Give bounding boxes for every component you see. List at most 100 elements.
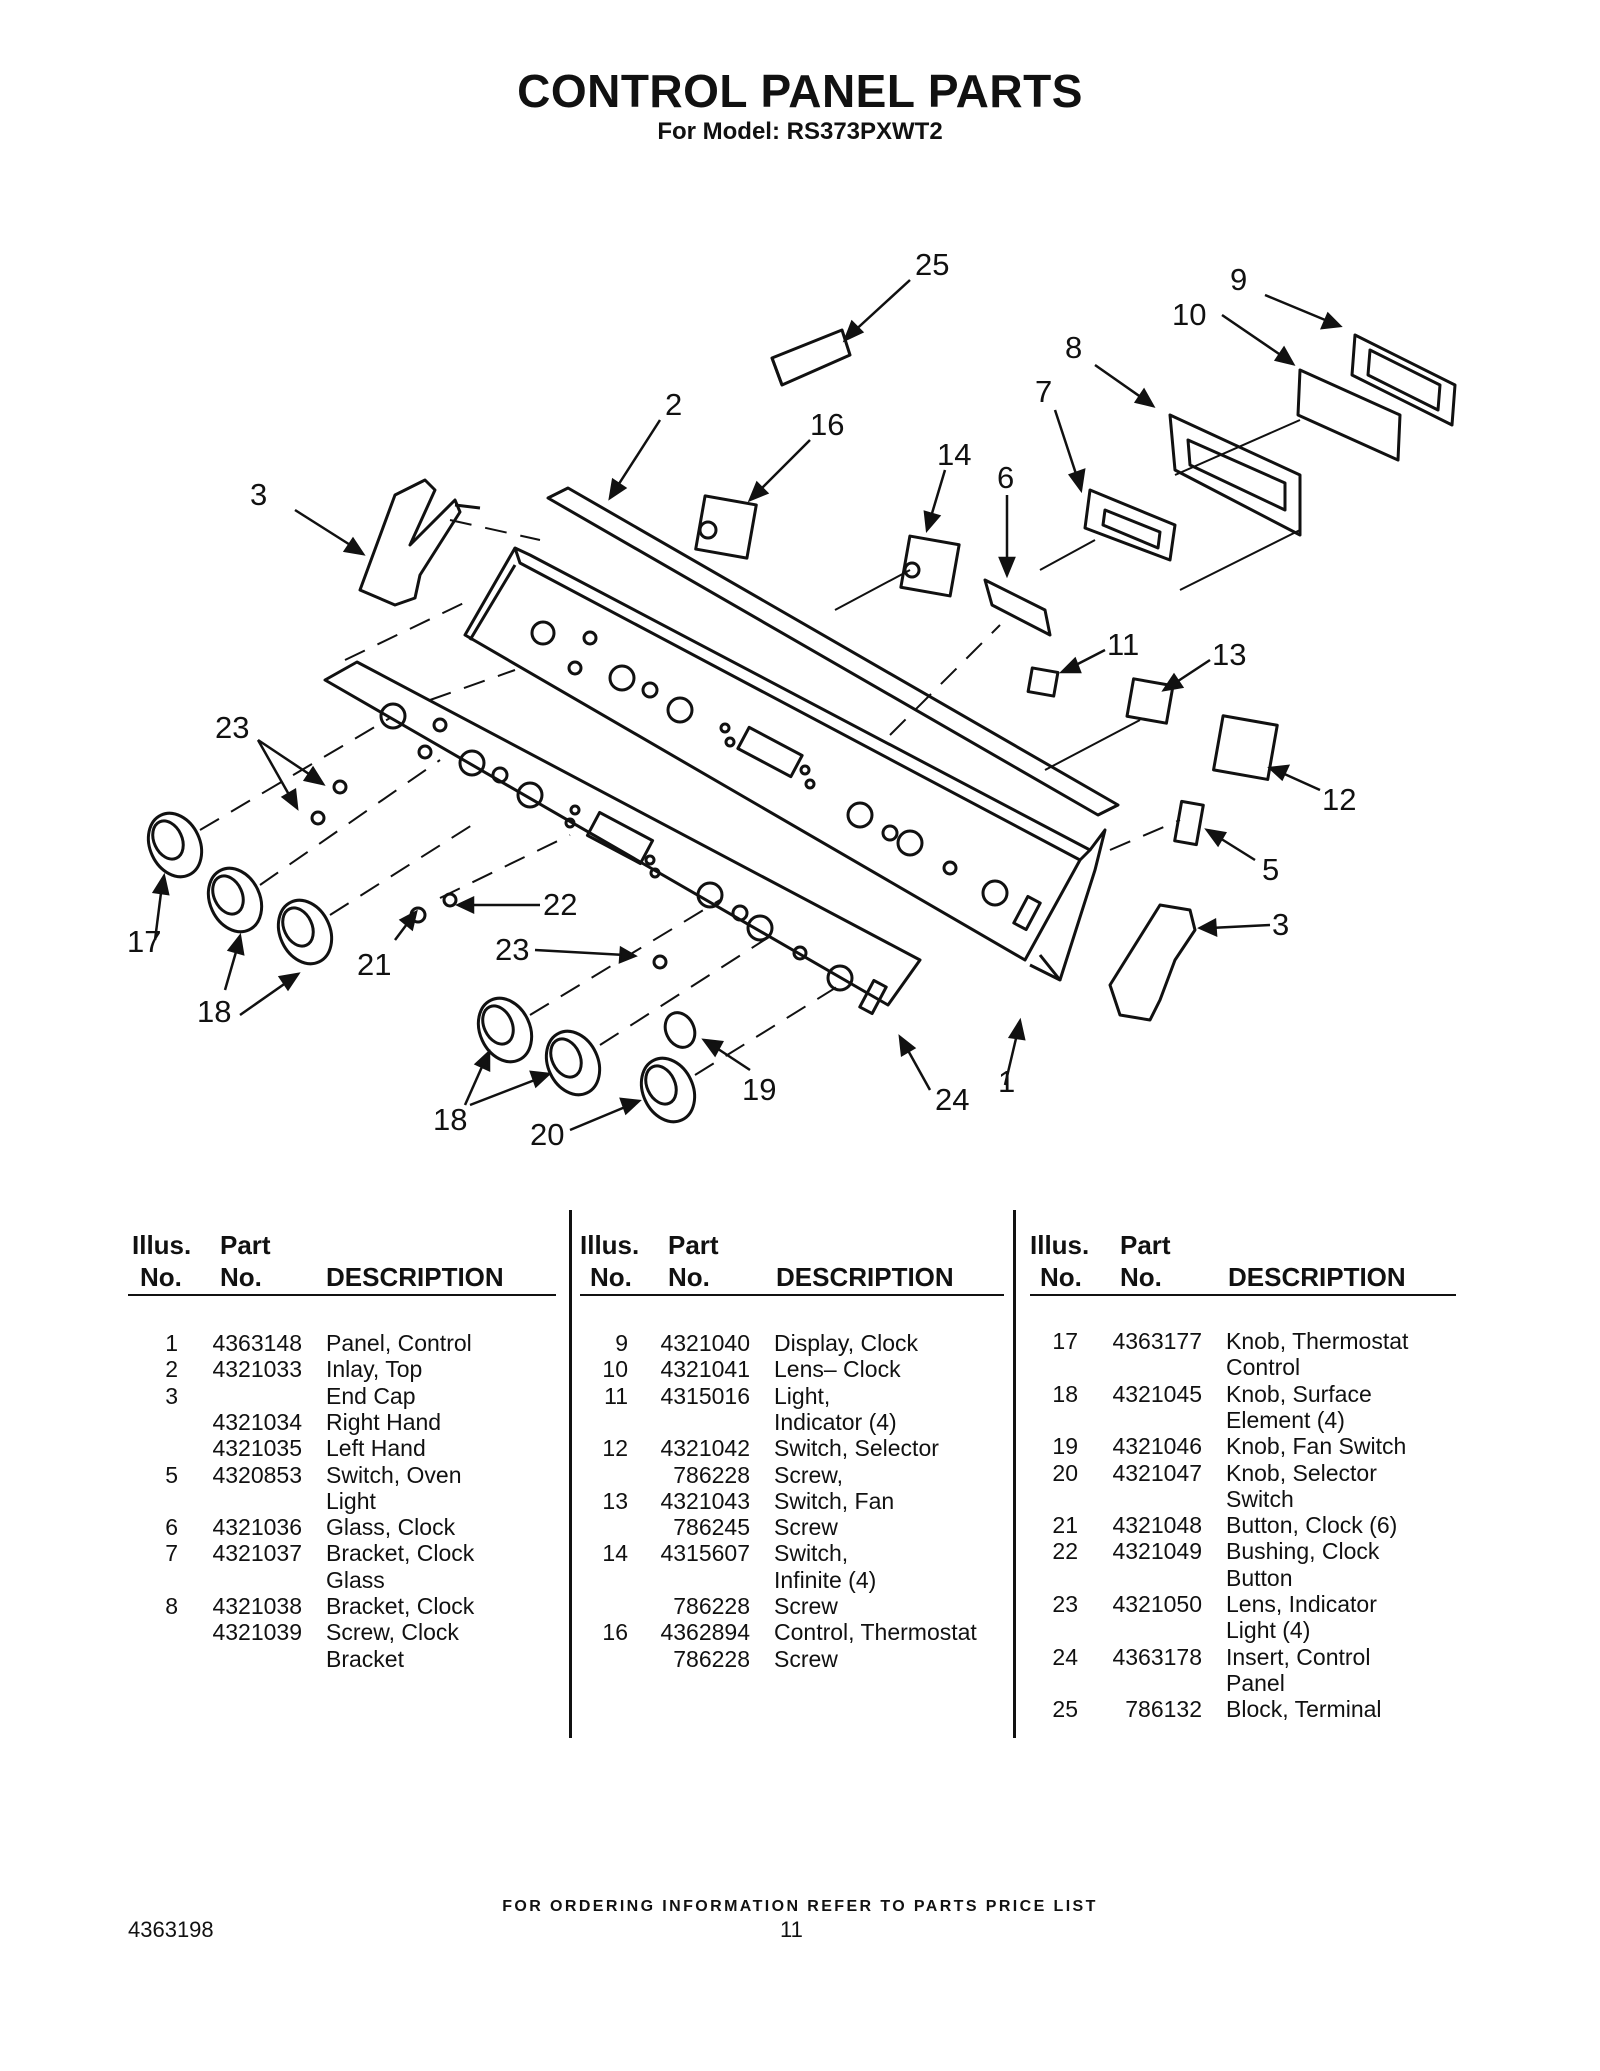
part-description: Inlay, Top (326, 1356, 423, 1383)
callout-label: 18 (433, 1102, 467, 1137)
callout-label: 25 (915, 247, 949, 282)
header-description: DESCRIPTION (326, 1262, 504, 1292)
part-number: 4321042 (660, 1435, 750, 1462)
part-number: 786228 (673, 1461, 750, 1488)
knob-surface-part (544, 1029, 602, 1097)
part-number: 786132 (1125, 1696, 1202, 1723)
thermostat-control-part (694, 494, 758, 560)
callout-label: 7 (1035, 374, 1052, 409)
illus-number: 13 (602, 1487, 628, 1514)
model-subtitle: For Model: RS373PXWT2 (657, 118, 943, 145)
header-part: Part (1120, 1230, 1171, 1260)
part-description: Element (4) (1226, 1406, 1345, 1433)
illus-number: 6 (165, 1514, 178, 1541)
part-number: 4321050 (1112, 1591, 1202, 1617)
knob-surface-part (476, 996, 534, 1064)
header-illus-no: No. (140, 1262, 182, 1292)
control-panel-part (463, 546, 1107, 982)
part-description: Left Hand (326, 1435, 426, 1462)
header-part: Part (220, 1230, 271, 1260)
part-description: Bushing, Clock (1226, 1538, 1380, 1565)
header-illus-no: No. (590, 1262, 632, 1292)
part-number: 4321040 (660, 1330, 750, 1356)
part-description: Panel (1226, 1669, 1285, 1696)
callout-label: 16 (810, 407, 844, 442)
callout-label: 8 (1065, 330, 1082, 365)
document-number: 4363198 (128, 1917, 214, 1942)
illus-number: 12 (602, 1435, 628, 1462)
column-divider (1013, 1210, 1016, 1738)
knob-thermostat-part (146, 811, 204, 879)
part-description: End Cap (326, 1382, 416, 1409)
part-description: Knob, Fan Switch (1226, 1433, 1407, 1460)
part-description: Bracket, Clock (326, 1540, 475, 1567)
part-description: Button, Clock (6) (1226, 1512, 1398, 1539)
header-illus: Illus. (580, 1230, 640, 1260)
part-number: 4321048 (1112, 1512, 1202, 1539)
part-number: 4321038 (212, 1593, 302, 1619)
part-number: 4321041 (660, 1356, 750, 1383)
illus-number: 20 (1052, 1459, 1078, 1486)
illus-number: 24 (1052, 1643, 1078, 1670)
clock-glass-part (983, 578, 1052, 637)
selector-switch-part (1212, 714, 1279, 781)
header-part-no: No. (220, 1262, 262, 1292)
part-description: Knob, Surface (1226, 1380, 1372, 1407)
header-description: DESCRIPTION (1228, 1262, 1406, 1292)
lens-clock-part (1296, 368, 1402, 462)
page-title: CONTROL PANEL PARTS (517, 65, 1083, 117)
part-number: 4321035 (212, 1435, 302, 1462)
part-number: 4321039 (212, 1619, 302, 1646)
illus-number: 22 (1052, 1538, 1078, 1565)
illus-number: 2 (165, 1356, 178, 1383)
part-description: Knob, Selector (1226, 1459, 1377, 1486)
part-description: Screw (774, 1593, 838, 1619)
part-description: Lens, Indicator (1226, 1591, 1377, 1617)
knob-fan-switch-part (663, 1011, 697, 1049)
part-description: Glass (326, 1566, 385, 1593)
part-number: 4321045 (1112, 1380, 1202, 1407)
header-illus: Illus. (1030, 1230, 1090, 1260)
illus-number: 18 (1052, 1380, 1078, 1407)
part-description: Glass, Clock (326, 1514, 456, 1541)
part-description: Button (1226, 1564, 1293, 1591)
callout-label: 6 (997, 460, 1014, 495)
illus-number: 7 (165, 1540, 178, 1567)
callout-label: 23 (495, 932, 529, 967)
part-number: 4321033 (212, 1356, 302, 1383)
illus-number: 21 (1052, 1512, 1078, 1539)
callout-label: 14 (937, 437, 971, 472)
part-description: Switch, Selector (774, 1435, 939, 1462)
callout-label: 12 (1322, 782, 1356, 817)
knob-selector-part (639, 1056, 697, 1124)
callout-label: 1 (998, 1064, 1015, 1099)
page-number: 11 (780, 1917, 803, 1942)
illus-number: 19 (1052, 1433, 1078, 1460)
fan-switch-part (1125, 677, 1175, 725)
callout-label: 13 (1212, 637, 1246, 672)
illus-number: 11 (604, 1382, 628, 1409)
header-part: Part (668, 1230, 719, 1260)
knob-surface-part (276, 898, 334, 966)
illus-number: 5 (165, 1461, 178, 1488)
part-number: 4362894 (660, 1619, 750, 1646)
end-cap-left-part (358, 478, 481, 607)
callout-label: 17 (127, 924, 161, 959)
callout-label: 18 (197, 994, 231, 1029)
part-description: Screw (774, 1645, 838, 1672)
header-rule (1030, 1294, 1456, 1296)
header-part-no: No. (668, 1262, 710, 1292)
illus-number: 3 (165, 1382, 178, 1409)
part-description: Bracket, Clock (326, 1593, 475, 1619)
part-description: Switch, (774, 1540, 849, 1567)
callout-label: 3 (1272, 907, 1289, 942)
part-description: Light (4) (1226, 1617, 1311, 1644)
callout-label: 23 (215, 710, 249, 745)
header-part-no: No. (1120, 1262, 1162, 1292)
illus-number: 16 (602, 1619, 628, 1646)
part-number: 4321034 (212, 1408, 302, 1435)
part-number: 4315607 (660, 1540, 750, 1567)
inlay-top-part (546, 486, 1120, 817)
part-number: 4321036 (212, 1514, 302, 1541)
illus-number: 8 (165, 1593, 178, 1619)
